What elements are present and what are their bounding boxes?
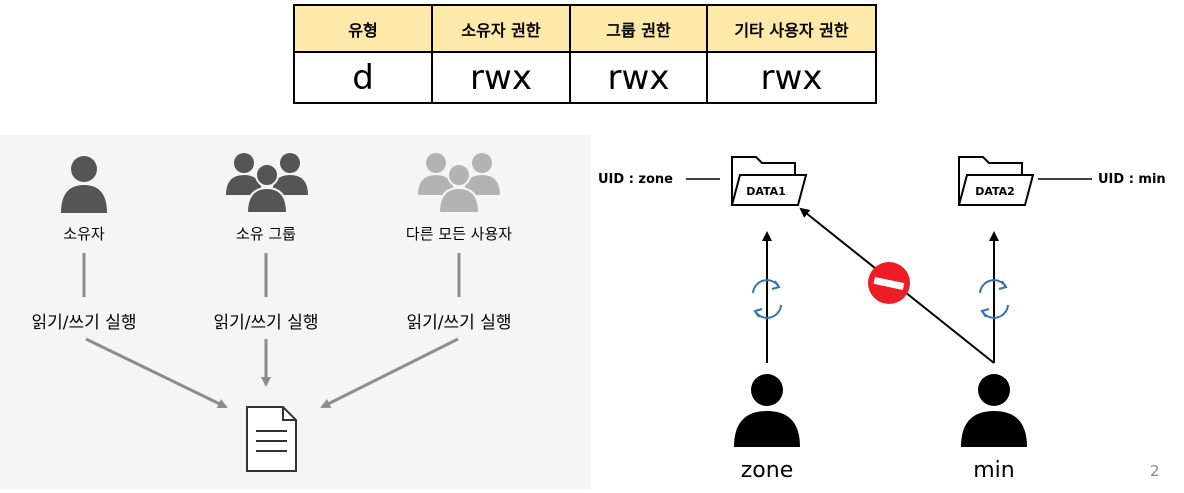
uid-min-label: UID : min — [1098, 172, 1166, 187]
others-arrow — [320, 337, 459, 409]
no-entry-icon — [868, 262, 910, 304]
group-access-label: 읽기/쓰기 실행 — [214, 313, 319, 333]
folder1-label: DATA1 — [746, 185, 786, 198]
table-row: d rwx rwx rwx — [293, 51, 877, 104]
access-denied-diagram: UID : zone UID : min DATA1 DATA2 — [590, 135, 1184, 489]
users-group-icon — [418, 153, 500, 214]
cell-other-permission: rwx — [706, 51, 877, 104]
cell-owner-permission: rwx — [431, 51, 571, 104]
others-label: 다른 모든 사용자 — [406, 225, 512, 243]
user-icon — [734, 374, 800, 447]
user-zone-label: zone — [741, 458, 794, 483]
header-group-permission: 그룹 권한 — [569, 4, 708, 53]
folder-icon — [957, 156, 1035, 206]
header-type: 유형 — [293, 4, 433, 53]
owner-arrow — [85, 337, 228, 409]
cell-type: d — [293, 51, 433, 104]
permission-table: 유형 소유자 권한 그룹 권한 기타 사용자 권한 d rwx rwx rwx — [293, 4, 877, 104]
user-icon — [61, 156, 107, 213]
table-header-row: 유형 소유자 권한 그룹 권한 기타 사용자 권한 — [293, 4, 877, 53]
others-access-label: 읽기/쓰기 실행 — [407, 313, 512, 333]
user-min-label: min — [973, 458, 1015, 483]
user-icon — [961, 374, 1027, 447]
sync-icon — [979, 279, 1009, 319]
owner-label: 소유자 — [63, 225, 105, 243]
folder2-label: DATA2 — [975, 185, 1015, 198]
cell-group-permission: rwx — [569, 51, 708, 104]
document-icon — [246, 406, 297, 472]
owner-access-label: 읽기/쓰기 실행 — [32, 313, 137, 333]
page-number: 2 — [1150, 462, 1160, 480]
group-icon — [226, 153, 308, 214]
permission-classes-diagram: 소유자 소유 그룹 다른 모든 사용자 읽기/쓰기 실행 읽기/쓰기 실행 읽기… — [0, 135, 590, 489]
uid-zone-label: UID : zone — [598, 172, 673, 187]
header-owner-permission: 소유자 권한 — [431, 4, 571, 53]
header-other-permission: 기타 사용자 권한 — [706, 4, 877, 53]
sync-icon — [752, 279, 782, 319]
folder-icon — [730, 156, 808, 206]
group-label: 소유 그룹 — [236, 225, 296, 243]
